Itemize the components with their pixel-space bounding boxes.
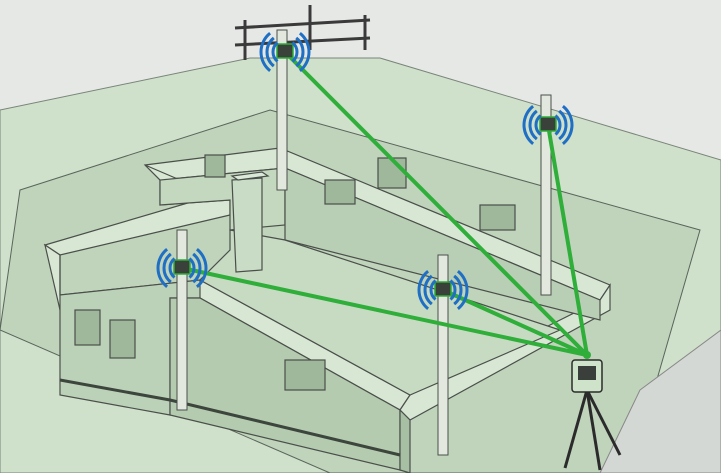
fence	[234, 5, 371, 60]
signal-wave-icon	[456, 270, 469, 310]
signal-wave-icon	[265, 36, 275, 68]
signal-wave-icon	[453, 274, 463, 306]
laser-beam-receiver-top-left	[283, 50, 589, 357]
signal-wave-icon	[192, 252, 202, 284]
signal-wave-icon	[528, 109, 538, 141]
signal-wave-icon	[295, 36, 305, 68]
receiver-top-right	[522, 105, 574, 145]
signal-wave-icon	[423, 274, 433, 306]
receiver-icon	[539, 116, 557, 132]
signal-wave-icon	[429, 279, 437, 301]
signal-wave-icon	[195, 248, 208, 288]
signal-wave-icon	[291, 41, 299, 63]
laser-beams	[180, 50, 589, 357]
signal-wave-icon	[271, 41, 279, 63]
signal-wave-icon	[188, 257, 196, 279]
measuring-staffs	[176, 29, 552, 456]
signal-wave-icon	[522, 105, 535, 145]
tripod-icon	[563, 389, 622, 471]
signal-wave-icon	[162, 252, 172, 284]
laser-emitter	[583, 351, 591, 359]
signal-wave-icon	[561, 105, 574, 145]
pavement	[599, 329, 721, 473]
receiver-top-left	[259, 32, 311, 72]
laser-beam-receiver-center	[441, 288, 589, 357]
rotating-laser-tripod	[563, 351, 622, 471]
receiver-left	[156, 248, 208, 288]
laser-beam-receiver-left	[180, 266, 589, 357]
wall-base-stripe	[59, 378, 401, 457]
signal-wave-icon	[534, 114, 542, 136]
receiver-center	[417, 270, 469, 310]
signal-wave-icon	[449, 279, 457, 301]
receivers	[156, 32, 574, 310]
receiver-icon	[434, 281, 452, 297]
signal-wave-icon	[417, 270, 430, 310]
signal-wave-icon	[156, 248, 169, 288]
signal-wave-icon	[554, 114, 562, 136]
receiver-icon	[276, 43, 294, 59]
laser-beam-receiver-top-right	[546, 123, 589, 357]
signal-wave-icon	[298, 32, 311, 72]
receiver-icon	[173, 259, 191, 275]
laser-display	[578, 366, 596, 380]
signal-wave-icon	[168, 257, 176, 279]
signal-wave-icon	[558, 109, 568, 141]
signal-wave-icon	[259, 32, 272, 72]
